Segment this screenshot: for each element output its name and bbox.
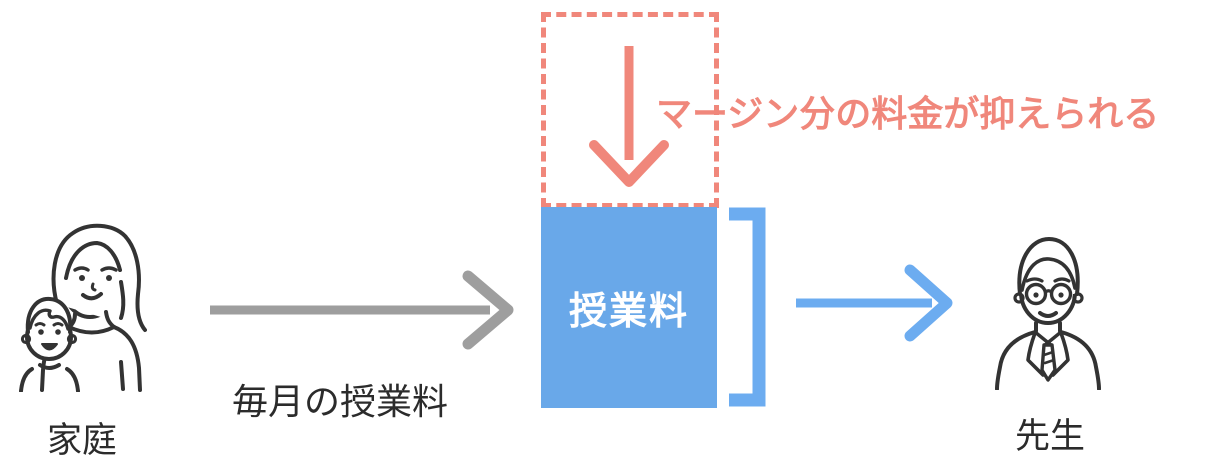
monthly-tuition-label: 毎月の授業料 [231,381,448,422]
right-bracket-icon [729,207,766,407]
margin-annotation: マージン分の料金が抑えられる [656,93,1160,134]
teacher-actor: 先生 [990,234,1110,459]
family-label: 家庭 [46,421,117,460]
margin-dashed-box [541,12,719,208]
family-actor: 家庭 [16,222,148,462]
down-arrow-icon [589,46,669,187]
tuition-box: 授業料 [541,207,717,408]
teacher-label: 先生 [1014,417,1085,456]
right-arrow-gray-icon [210,270,514,350]
tuition-box-label: 授業料 [568,291,689,333]
family-icon [19,223,147,392]
teacher-icon [995,237,1101,390]
right-arrow-blue-icon [796,264,953,342]
